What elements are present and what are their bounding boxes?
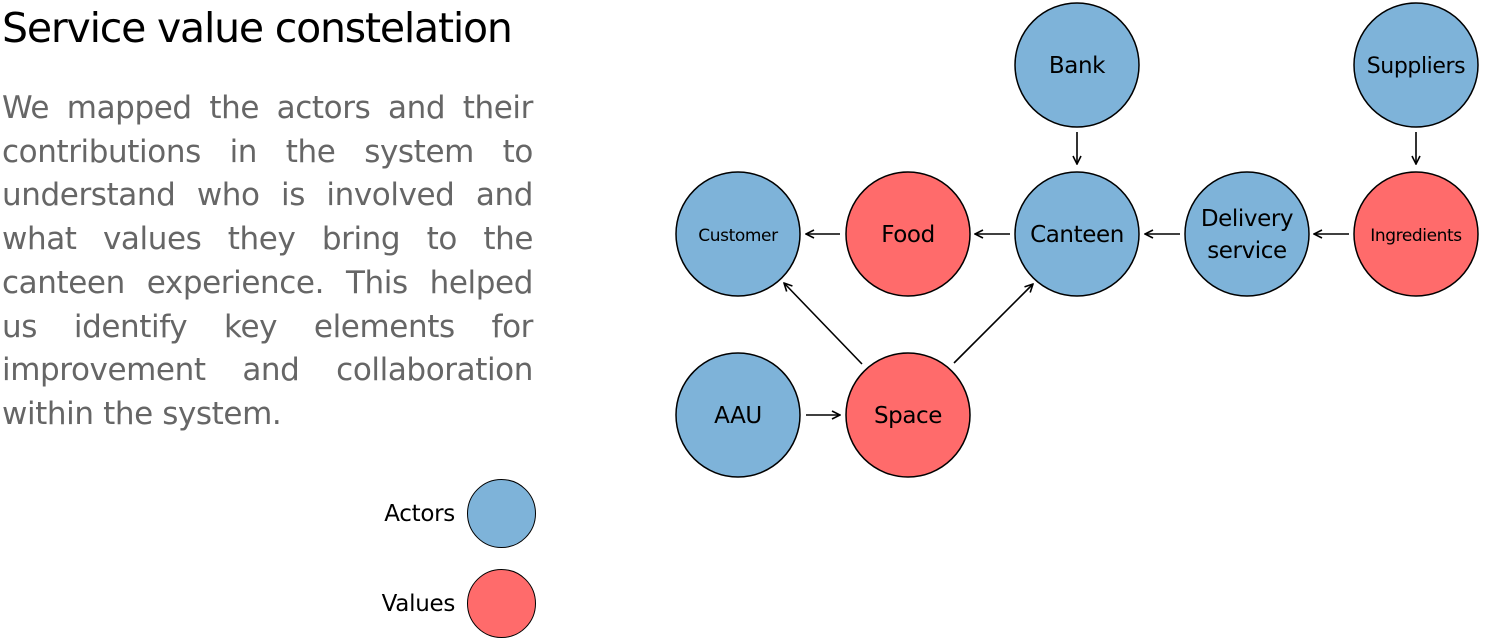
node-aau: AAU bbox=[675, 352, 801, 478]
node-food: Food bbox=[845, 171, 971, 297]
node-customer: Customer bbox=[675, 171, 801, 297]
node-space: Space bbox=[845, 352, 971, 478]
node-label-ingredients: Ingredients bbox=[1370, 226, 1462, 246]
node-label-space: Space bbox=[874, 403, 942, 429]
node-ingredients: Ingredients bbox=[1353, 171, 1479, 297]
node-delivery-service: Delivery service bbox=[1184, 171, 1310, 297]
legend-swatch-actors bbox=[467, 479, 536, 548]
description-text: We mapped the actors and their contribut… bbox=[2, 90, 533, 432]
legend: Actors Values bbox=[300, 477, 536, 638]
node-bank: Bank bbox=[1014, 2, 1140, 128]
node-label-aau: AAU bbox=[714, 403, 762, 429]
page-title: Service value constelation bbox=[2, 4, 513, 52]
legend-item-values: Values bbox=[382, 569, 536, 638]
edge-space-to-customer bbox=[784, 283, 863, 365]
node-suppliers: Suppliers bbox=[1353, 2, 1479, 128]
node-canteen: Canteen bbox=[1014, 171, 1140, 297]
legend-label-values: Values bbox=[381, 590, 456, 617]
legend-label-actors: Actors bbox=[384, 500, 455, 527]
node-label-food: Food bbox=[881, 222, 935, 248]
node-label-delivery-line-2: service bbox=[1207, 238, 1287, 264]
node-label-canteen: Canteen bbox=[1030, 222, 1124, 248]
legend-item-actors: Actors bbox=[384, 479, 536, 548]
edge-space-to-canteen bbox=[953, 284, 1033, 364]
node-label-customer: Customer bbox=[698, 226, 778, 246]
node-label-delivery-line-1: Delivery bbox=[1201, 206, 1293, 232]
node-label-suppliers: Suppliers bbox=[1367, 54, 1466, 79]
legend-swatch-values bbox=[467, 569, 536, 638]
node-label-bank: Bank bbox=[1049, 53, 1106, 79]
